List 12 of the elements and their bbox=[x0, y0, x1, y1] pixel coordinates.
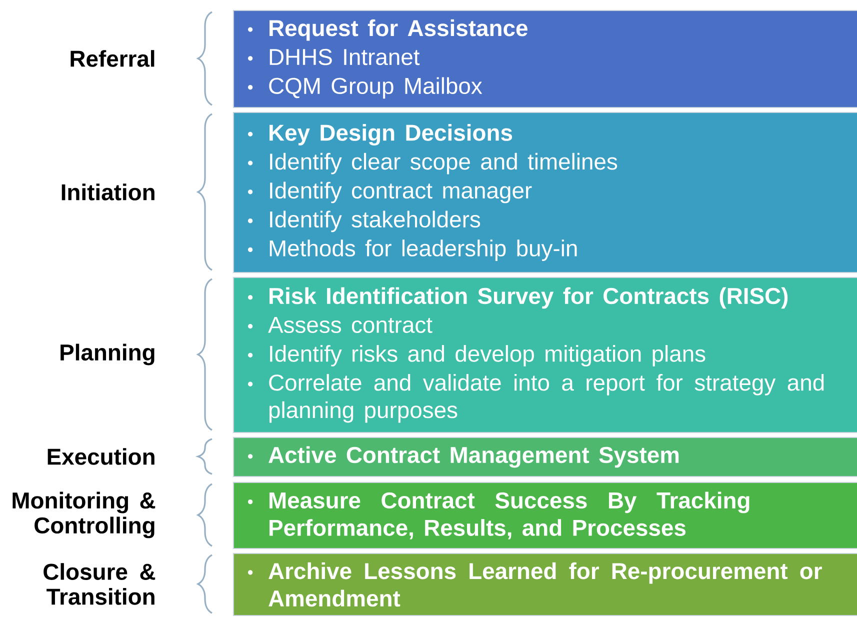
process-box: Active Contract Management System bbox=[233, 437, 857, 477]
stage-label: Monitoring & Controlling bbox=[12, 492, 156, 538]
process-box: Risk Identification Survey for Contracts (RISC) Assess contract Identify risks and develop mitigation plans Correlate and validate into a report for strategy and planning purposes bbox=[233, 277, 857, 433]
stage-label: Execution bbox=[48, 448, 154, 465]
process-box: Request for Assistance DHHS Intranet CQM Group Mailbox bbox=[233, 10, 857, 108]
stage-label: Closure & Transition bbox=[44, 563, 156, 605]
process-box: Archive Lessons Learned for Re-procurement or Amendment bbox=[233, 553, 857, 616]
process-box: Measure Contract Success By Tracking Performance, Results, and Processes bbox=[233, 482, 857, 549]
stage-label: Initiation bbox=[62, 184, 154, 200]
stage-label: Planning bbox=[60, 344, 154, 366]
stage-label: Referral bbox=[70, 50, 154, 67]
process-box: Key Design Decisions Identify clear scope and timelines Identify contract manager Identify stakeholders Methods for leadership buy-in bbox=[233, 112, 857, 273]
